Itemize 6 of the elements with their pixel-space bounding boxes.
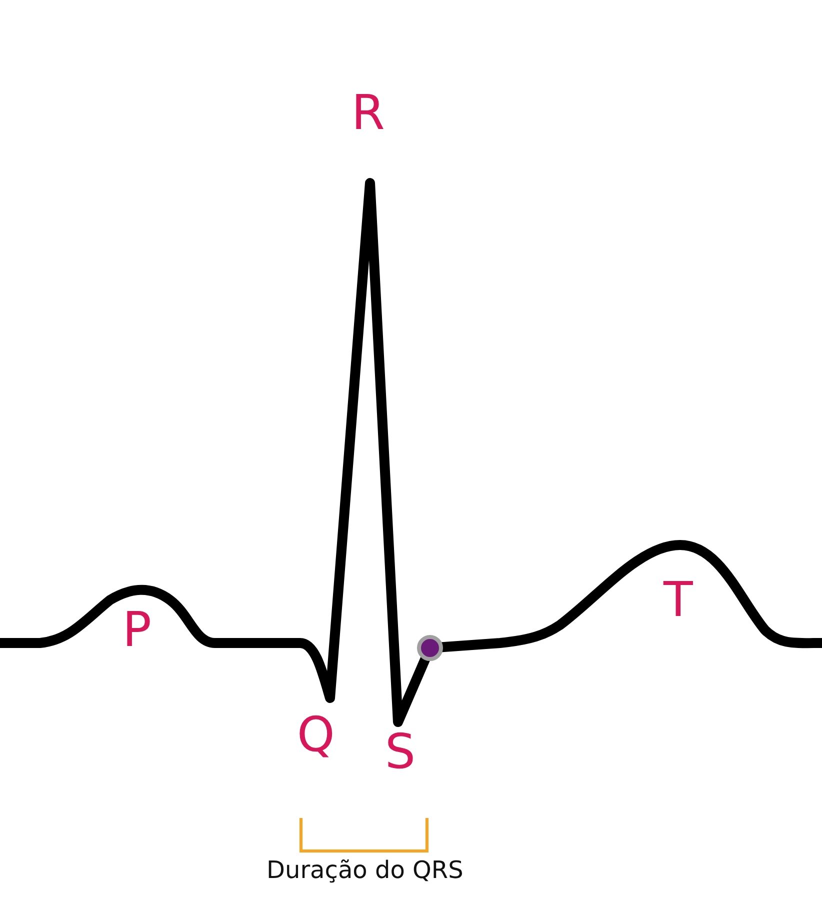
wave-label: Q xyxy=(297,711,335,759)
wave-label: P xyxy=(122,606,152,654)
interval-caption: Duração do QRS xyxy=(266,858,464,882)
wave-label: S xyxy=(385,728,416,776)
wave-label: R xyxy=(352,89,385,137)
wave-label: T xyxy=(664,576,693,624)
